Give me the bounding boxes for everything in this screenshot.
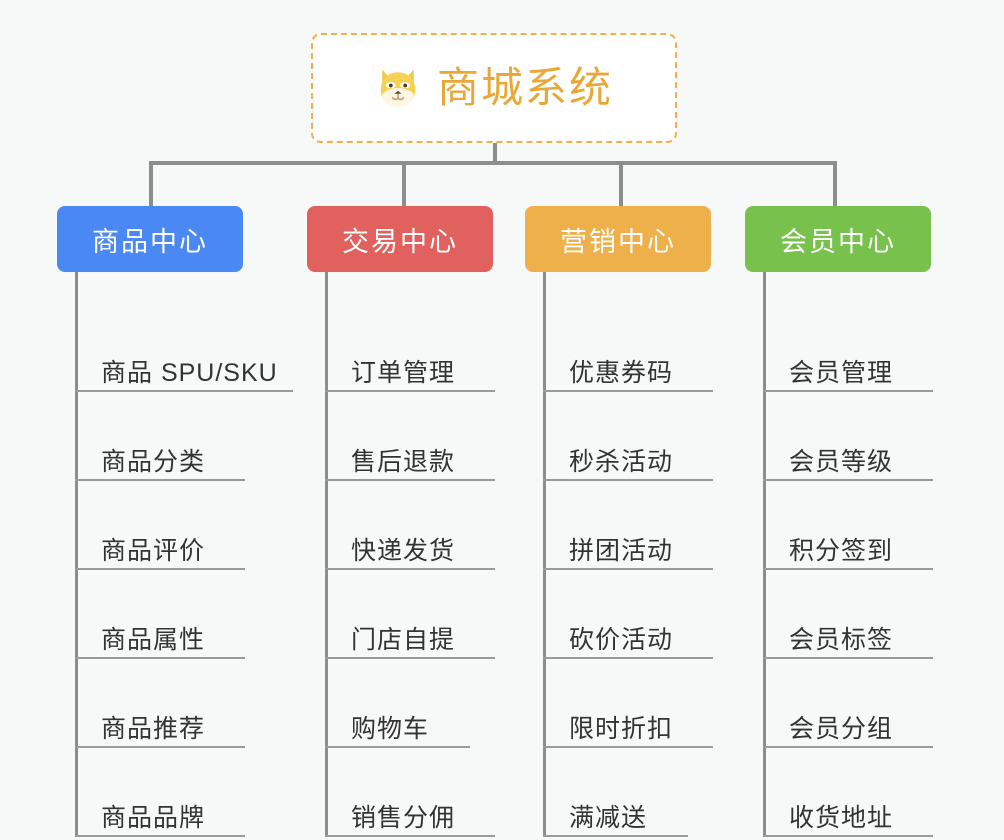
- leaf-item[interactable]: 商品评价: [75, 522, 245, 570]
- category-trunk-4: [763, 272, 766, 837]
- category-header-3[interactable]: 营销中心: [525, 206, 711, 272]
- leaf-item-label: 商品推荐: [101, 715, 206, 744]
- category-column-2: 交易中心订单管理售后退款快递发货门店自提购物车销售分佣: [307, 206, 495, 837]
- category-header-1[interactable]: 商品中心: [57, 206, 243, 272]
- leaf-item[interactable]: 商品 SPU/SKU: [75, 344, 293, 392]
- connector-horizontal-bus: [149, 161, 835, 165]
- connector-drop-4: [833, 161, 837, 206]
- leaf-item[interactable]: 商品推荐: [75, 700, 245, 748]
- category-trunk-1: [75, 272, 78, 837]
- leaf-item-label: 商品品牌: [101, 804, 206, 833]
- category-header-label: 商品中心: [92, 226, 208, 257]
- category-trunk-2: [325, 272, 328, 837]
- connector-root-drop: [493, 143, 497, 164]
- leaf-item[interactable]: 快递发货: [325, 522, 495, 570]
- leaf-item-label: 售后退款: [351, 448, 456, 477]
- leaf-item[interactable]: 秒杀活动: [543, 433, 713, 481]
- leaf-item[interactable]: 积分签到: [763, 522, 933, 570]
- category-trunk-3: [543, 272, 546, 837]
- leaf-item-label: 优惠券码: [569, 359, 674, 388]
- leaf-item-label: 会员标签: [789, 626, 894, 655]
- leaf-item[interactable]: 商品属性: [75, 611, 245, 659]
- root-title: 商城系统: [436, 64, 613, 111]
- leaf-item[interactable]: 砍价活动: [543, 611, 713, 659]
- leaf-item[interactable]: 门店自提: [325, 611, 495, 659]
- connector-drop-3: [619, 161, 623, 206]
- leaf-item[interactable]: 会员等级: [763, 433, 933, 481]
- category-column-4: 会员中心会员管理会员等级积分签到会员标签会员分组收货地址: [745, 206, 933, 837]
- leaf-item-label: 会员分组: [789, 715, 894, 744]
- leaf-item[interactable]: 会员管理: [763, 344, 933, 392]
- leaf-item-label: 销售分佣: [351, 804, 456, 833]
- leaf-item-label: 砍价活动: [569, 626, 674, 655]
- leaf-item-label: 积分签到: [789, 537, 894, 566]
- leaf-item-label: 会员管理: [789, 359, 894, 388]
- connector-drop-2: [402, 161, 406, 206]
- category-column-1: 商品中心商品 SPU/SKU 商品分类商品评价商品属性商品推荐商品品牌: [57, 206, 293, 837]
- leaf-item[interactable]: 售后退款: [325, 433, 495, 481]
- category-column-3: 营销中心优惠券码秒杀活动拼团活动砍价活动限时折扣满减送: [525, 206, 713, 837]
- leaf-item-label: 拼团活动: [569, 537, 674, 566]
- root-node[interactable]: 商城系统: [311, 33, 677, 143]
- shiba-dog-icon: [380, 69, 416, 107]
- leaf-item[interactable]: 优惠券码: [543, 344, 713, 392]
- leaf-item[interactable]: 拼团活动: [543, 522, 713, 570]
- connector-drop-1: [149, 161, 153, 206]
- leaf-item-label: 秒杀活动: [569, 448, 674, 477]
- leaf-item-label: 满减送: [569, 804, 648, 833]
- leaf-item-label: 限时折扣: [569, 715, 674, 744]
- leaf-item-label: 商品评价: [101, 537, 206, 566]
- leaf-item[interactable]: 销售分佣: [325, 789, 495, 837]
- leaf-item-label: 会员等级: [789, 448, 894, 477]
- leaf-item[interactable]: 购物车: [325, 700, 470, 748]
- leaf-item[interactable]: 会员标签: [763, 611, 933, 659]
- category-header-label: 交易中心: [342, 226, 458, 257]
- leaf-item-label: 商品分类: [101, 448, 206, 477]
- leaf-item-label: 门店自提: [351, 626, 456, 655]
- category-header-label: 会员中心: [780, 226, 896, 257]
- category-header-2[interactable]: 交易中心: [307, 206, 493, 272]
- leaf-item[interactable]: 订单管理: [325, 344, 495, 392]
- leaf-item[interactable]: 会员分组: [763, 700, 933, 748]
- leaf-item-label: 快递发货: [351, 537, 456, 566]
- leaf-item-label: 商品 SPU/SKU: [101, 359, 278, 388]
- leaf-item[interactable]: 商品品牌: [75, 789, 245, 837]
- leaf-item-label: 购物车: [351, 715, 430, 744]
- leaf-item-label: 订单管理: [351, 359, 456, 388]
- leaf-item[interactable]: 限时折扣: [543, 700, 713, 748]
- leaf-item[interactable]: 商品分类: [75, 433, 245, 481]
- category-header-label: 营销中心: [560, 226, 676, 257]
- leaf-item[interactable]: 满减送: [543, 789, 688, 837]
- leaf-item-label: 收货地址: [789, 804, 894, 833]
- leaf-item[interactable]: 收货地址: [763, 789, 933, 837]
- leaf-item-label: 商品属性: [101, 626, 206, 655]
- category-header-4[interactable]: 会员中心: [745, 206, 931, 272]
